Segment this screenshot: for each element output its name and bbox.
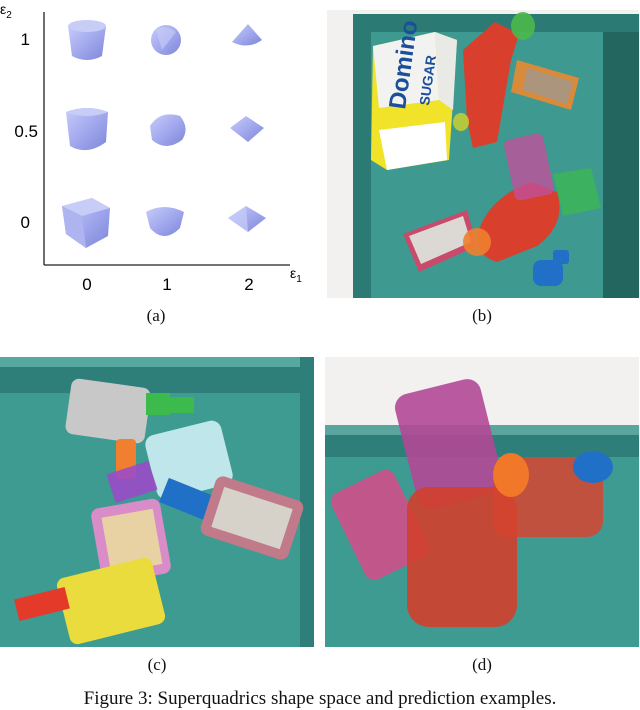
blue-disc-object	[573, 451, 613, 483]
scene-d-render	[325, 379, 639, 647]
x-tick-label: 0	[82, 275, 91, 294]
orange-disc-object	[493, 453, 529, 497]
subfigure-label-a: (a)	[146, 306, 166, 325]
x-tick-label: 2	[244, 275, 253, 294]
blue-cap-object	[159, 477, 219, 523]
y-axis-label: ε2	[0, 1, 12, 21]
shape-rounded-cube	[66, 108, 108, 151]
shape-sphere	[151, 25, 181, 55]
x-axis-label: ε1	[290, 265, 302, 285]
red-object-bottom	[463, 133, 560, 262]
blue-object	[533, 250, 569, 286]
orange-brush-object	[511, 60, 579, 110]
shape-octahedron	[228, 206, 266, 232]
y-tick-label: 1	[21, 30, 30, 49]
y-tick-label: 0.5	[14, 122, 38, 141]
box-product-text: SUGAR	[416, 54, 439, 106]
subfigure-label-c: (c)	[147, 655, 167, 674]
shape-cube	[62, 198, 110, 248]
bottle-right-object	[200, 476, 304, 560]
bottle-top-object	[65, 378, 194, 444]
scene-b-render: Domino SUGAR	[353, 12, 639, 298]
x-tick-label: 1	[162, 275, 171, 294]
pink-prism-object	[330, 469, 430, 581]
y-tick-label: 0	[21, 213, 30, 232]
shape-flat-cylinder	[146, 207, 184, 236]
superquadric-shape-space: ε2 ε1 1 0.5 0 0 1 2	[0, 1, 302, 294]
subfigure-label-b: (b)	[472, 306, 492, 325]
bottle-yellow-object	[14, 557, 166, 645]
shape-cylinder	[68, 20, 106, 60]
panel-c-cleaner-bottles-scene	[0, 357, 314, 647]
red-object-top	[453, 12, 535, 148]
panel-a-superquadric-grid: ε2 ε1 1 0.5 0 0 1 2	[0, 0, 310, 300]
purple-cap-object	[106, 460, 158, 504]
shape-rounded-diamond	[230, 116, 264, 142]
shape-rounded-pillow	[150, 114, 186, 146]
green-overlay-object	[553, 168, 601, 216]
panel-b-sugar-box-scene: Domino SUGAR	[327, 10, 639, 298]
panel-d-closeup-scene	[325, 357, 639, 647]
subfigure-label-d: (d)	[472, 655, 492, 674]
blister-pack-object	[403, 210, 477, 272]
scene-c-render	[0, 357, 314, 647]
shape-cone	[232, 24, 262, 46]
figure-caption: Figure 3: Superquadrics shape space and …	[83, 688, 557, 709]
bottle-cyan-object	[145, 420, 233, 500]
magenta-prism-object	[395, 379, 503, 509]
